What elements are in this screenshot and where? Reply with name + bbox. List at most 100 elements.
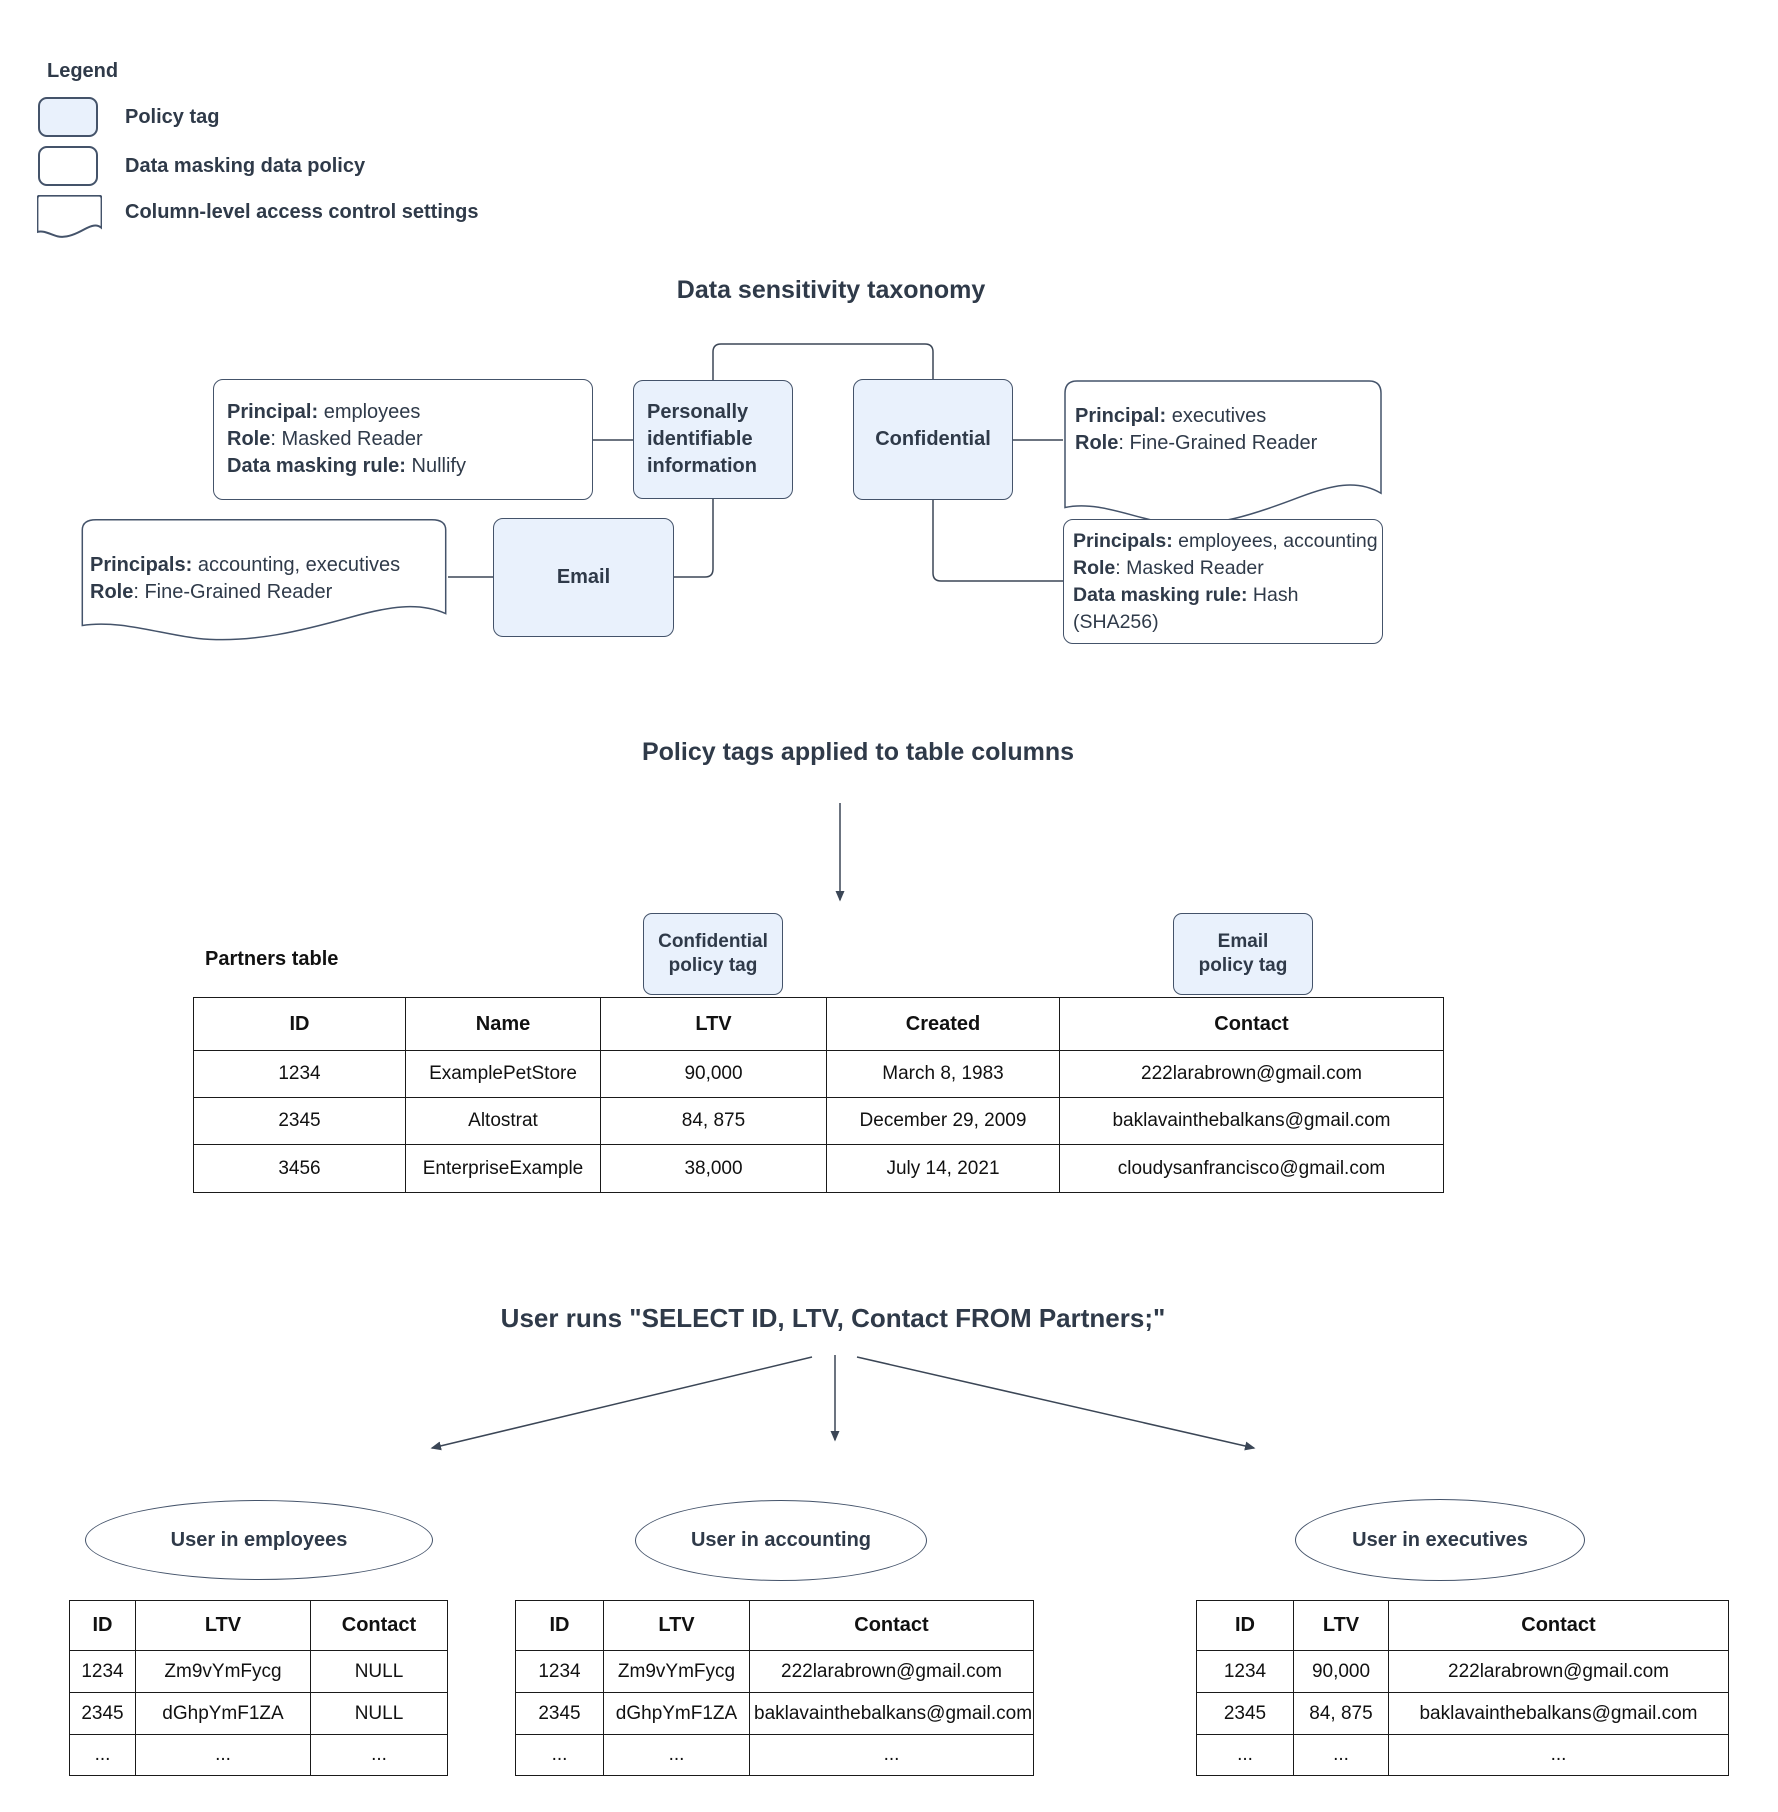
column-header: ID xyxy=(193,997,406,1051)
ellipse-user-accounting: User in accounting xyxy=(635,1500,927,1581)
tag-line: Email xyxy=(1217,931,1269,952)
node-label: Personally identifiable information xyxy=(647,401,757,477)
column-header: Contact xyxy=(1059,997,1444,1051)
table-cell: ExamplePetStore xyxy=(405,1050,601,1098)
table-cell: cloudysanfrancisco@gmail.com xyxy=(1059,1144,1444,1193)
table-cell: baklavainthebalkans@gmail.com xyxy=(1059,1097,1444,1145)
table-row: ... ... ... xyxy=(69,1734,448,1776)
policy-line: Role: Masked Reader xyxy=(227,428,423,450)
node-label: Email xyxy=(556,566,611,588)
table-cell: Zm9vYmFycg xyxy=(603,1650,750,1693)
table-cell: 2345 xyxy=(1196,1692,1294,1735)
policy-line: Data masking rule: Hash (SHA256) xyxy=(1073,583,1299,633)
table-cell: baklavainthebalkans@gmail.com xyxy=(1388,1692,1729,1735)
table-cell: 1234 xyxy=(69,1650,136,1693)
policy-line: Principals: employees, accounting xyxy=(1073,529,1378,552)
wavy-shape xyxy=(1063,379,1383,532)
node-personally-identifiable-information: Personally identifiable information xyxy=(633,380,793,499)
legend-label-policy-tag: Policy tag xyxy=(125,106,220,128)
table-cell: 222larabrown@gmail.com xyxy=(1059,1050,1444,1098)
tag-line: Confidential xyxy=(658,931,768,952)
policy-line: Data masking rule: Nullify xyxy=(227,455,466,477)
column-header: Name xyxy=(405,997,601,1051)
policy-line: Principals: accounting, executives xyxy=(90,554,401,576)
table-row: ... ... ... xyxy=(1196,1734,1729,1776)
table-cell: 2345 xyxy=(69,1692,136,1735)
data-masking-policy-swatch xyxy=(38,146,98,186)
column-header: ID xyxy=(69,1600,136,1651)
acl-swatch xyxy=(37,195,102,239)
policy-box-hash: Principals: employees, accounting Role: … xyxy=(1063,519,1383,644)
table-cell: ... xyxy=(749,1734,1034,1776)
result-table-accounting: ID LTV Contact 1234 Zm9vYmFycg 222larabr… xyxy=(515,1600,1034,1776)
table-cell: Zm9vYmFycg xyxy=(135,1650,311,1693)
table-cell: 222larabrown@gmail.com xyxy=(1388,1650,1729,1693)
bracket-connector xyxy=(712,343,934,380)
ellipse-label: User in employees xyxy=(170,1528,348,1551)
table-header-row: ID Name LTV Created Contact xyxy=(193,997,1444,1051)
ellipse-user-executives: User in executives xyxy=(1295,1499,1585,1581)
node-label: Confidential xyxy=(875,428,991,450)
table-cell: 90,000 xyxy=(1293,1650,1389,1693)
table-cell: ... xyxy=(1388,1734,1729,1776)
legend-label-data-policy: Data masking data policy xyxy=(125,155,366,177)
policy-line: Role: Fine-Grained Reader xyxy=(90,581,333,603)
column-header: ID xyxy=(515,1600,604,1651)
column-header: LTV xyxy=(600,997,827,1051)
column-header: Contact xyxy=(1388,1600,1729,1651)
table-cell: ... xyxy=(135,1734,311,1776)
result-table-employees: ID LTV Contact 1234 Zm9vYmFycg NULL 2345… xyxy=(69,1600,448,1776)
legend-label-acl: Column-level access control settings xyxy=(125,201,479,223)
partners-table: ID Name LTV Created Contact 1234 Example… xyxy=(193,997,1444,1193)
table-row: 1234 Zm9vYmFycg 222larabrown@gmail.com xyxy=(515,1650,1034,1693)
acl-box-executives: Principal: executives Role: Fine-Grained… xyxy=(1063,379,1383,532)
query-title: User runs "SELECT ID, LTV, Contact FROM … xyxy=(500,1303,1166,1333)
column-header: Created xyxy=(826,997,1060,1051)
node-confidential: Confidential xyxy=(853,379,1013,500)
table-row: 2345 84, 875 baklavainthebalkans@gmail.c… xyxy=(1196,1692,1729,1735)
ellipse-label: User in accounting xyxy=(690,1529,872,1551)
tag-line: policy tag xyxy=(1198,955,1288,976)
table-cell: ... xyxy=(1293,1734,1389,1776)
table-cell: dGhpYmF1ZA xyxy=(135,1692,311,1735)
table-cell: July 14, 2021 xyxy=(826,1144,1060,1193)
table-cell: 38,000 xyxy=(600,1144,827,1193)
table-cell: 1234 xyxy=(515,1650,604,1693)
table-cell: 222larabrown@gmail.com xyxy=(749,1650,1034,1693)
query-right-arrow xyxy=(856,1356,1256,1451)
node-email: Email xyxy=(493,518,674,637)
table-cell: 1234 xyxy=(193,1050,406,1098)
query-left-arrow xyxy=(430,1356,813,1451)
table-cell: ... xyxy=(1196,1734,1294,1776)
ellipse-label: User in executives xyxy=(1352,1528,1528,1551)
table-header-row: ID LTV Contact xyxy=(515,1600,1034,1651)
table-cell: December 29, 2009 xyxy=(826,1097,1060,1145)
column-header: Contact xyxy=(749,1600,1034,1651)
table-cell: NULL xyxy=(310,1650,448,1693)
table-cell: EnterpriseExample xyxy=(405,1144,601,1193)
table-cell: baklavainthebalkans@gmail.com xyxy=(749,1692,1034,1735)
applied-section-title: Policy tags applied to table columns xyxy=(641,738,1075,766)
result-table-executives: ID LTV Contact 1234 90,000 222larabrown@… xyxy=(1196,1600,1729,1776)
table-header-row: ID LTV Contact xyxy=(1196,1600,1729,1651)
table-cell: 90,000 xyxy=(600,1050,827,1098)
table-cell: ... xyxy=(603,1734,750,1776)
policy-line: Principal: executives xyxy=(1075,405,1267,427)
tag-line: policy tag xyxy=(668,955,758,976)
policy-line: Role: Fine-Grained Reader xyxy=(1075,432,1318,454)
confidential-to-hash-connector xyxy=(932,500,1063,582)
taxonomy-title: Data sensitivity taxonomy xyxy=(676,276,986,304)
table-row: ... ... ... xyxy=(515,1734,1034,1776)
table-row: 1234 ExamplePetStore 90,000 March 8, 198… xyxy=(193,1050,1444,1098)
policy-box-nullify: Principal: employees Role: Masked Reader… xyxy=(213,379,593,500)
table-cell: 1234 xyxy=(1196,1650,1294,1693)
table-row: 3456 EnterpriseExample 38,000 July 14, 2… xyxy=(193,1144,1444,1193)
column-header: LTV xyxy=(135,1600,311,1651)
table-row: 1234 90,000 222larabrown@gmail.com xyxy=(1196,1650,1729,1693)
pii-to-email-connector xyxy=(674,499,714,578)
legend-title: Legend xyxy=(47,60,119,82)
table-cell: 84, 875 xyxy=(1293,1692,1389,1735)
ellipse-user-employees: User in employees xyxy=(85,1500,433,1580)
table-cell: Altostrat xyxy=(405,1097,601,1145)
